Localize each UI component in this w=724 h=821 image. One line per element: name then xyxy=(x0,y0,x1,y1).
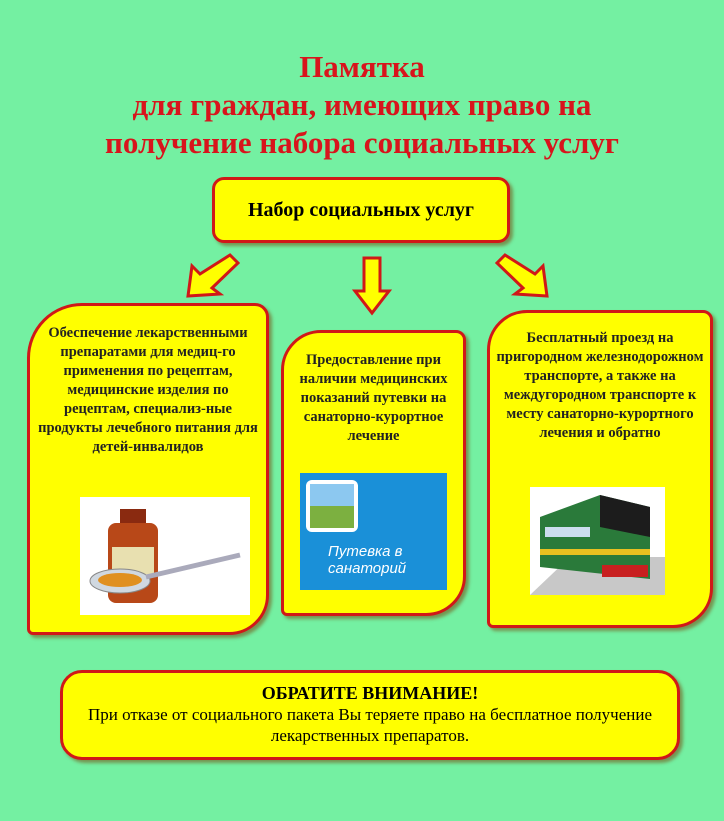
social-services-box: Набор социальных услуг xyxy=(212,177,510,243)
arrow-down-icon xyxy=(352,256,392,316)
notice-heading: ОБРАТИТЕ ВНИМАНИЕ! xyxy=(261,683,479,703)
card-medicines: Обеспечение лекарственными препаратами д… xyxy=(27,303,269,635)
arrow-left-icon xyxy=(186,253,240,298)
card-sanatorium-text: Предоставление при наличии медицинских п… xyxy=(299,352,448,444)
title-line-3: получение набора социальных услуг xyxy=(105,125,619,160)
card-transport-text: Бесплатный проезд на пригородном железно… xyxy=(496,330,704,441)
arrow-right-icon xyxy=(495,253,549,298)
social-services-label: Набор социальных услуг xyxy=(247,198,474,221)
card-medicines-text: Обеспечение лекарственными препаратами д… xyxy=(38,325,258,455)
page-title: Памятка для граждан, имеющих право на по… xyxy=(0,48,724,162)
title-line-2: для граждан, имеющих право на xyxy=(132,87,592,122)
sanatorium-voucher-image: Путевка в санаторий xyxy=(300,473,447,590)
voucher-caption: Путевка в санаторий xyxy=(328,543,407,577)
landscape-icon xyxy=(306,480,358,532)
notice-text: При отказе от социального пакета Вы теря… xyxy=(88,705,652,745)
notice-box: ОБРАТИТЕ ВНИМАНИЕ! При отказе от социаль… xyxy=(60,670,680,760)
train-image xyxy=(530,487,665,595)
medicine-image xyxy=(80,497,250,615)
title-line-1: Памятка xyxy=(299,49,425,84)
